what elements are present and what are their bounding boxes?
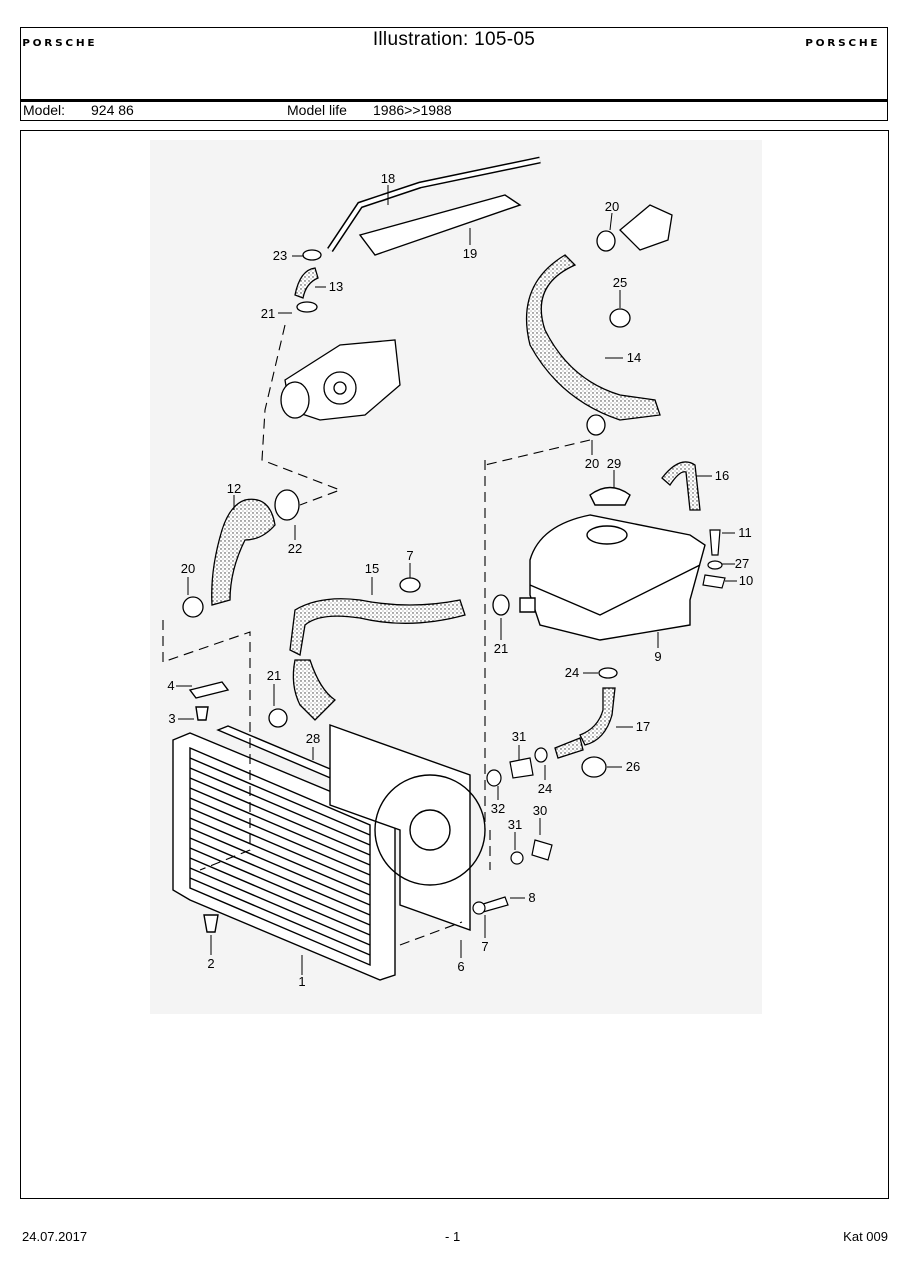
- callout-label: 20: [585, 456, 599, 471]
- hose-17: [554, 667, 618, 778]
- callout-label: 32: [491, 801, 505, 816]
- page-title: Illustration: 105-05: [372, 29, 536, 50]
- callout-label: 20: [181, 561, 195, 576]
- callout-label: 7: [406, 548, 413, 563]
- callout-label: 21: [494, 641, 508, 656]
- callout-label: 21: [267, 668, 281, 683]
- callout-label: 6: [457, 959, 464, 974]
- hose-13: [294, 249, 322, 313]
- callout-label: 20: [605, 199, 619, 214]
- porsche-logo-left: PORSCHE: [22, 38, 98, 49]
- callout-label: 12: [227, 481, 241, 496]
- callout-label: 15: [365, 561, 379, 576]
- model-value: 924 86: [91, 102, 134, 118]
- callout-label: 30: [533, 803, 547, 818]
- hose-14: [526, 204, 673, 436]
- footer-page-number: - 1: [445, 1229, 461, 1244]
- callout-label: 29: [607, 456, 621, 471]
- fan-shroud: [329, 724, 486, 931]
- callout-label: 24: [538, 781, 552, 796]
- footer-catalog: Kat 009: [843, 1229, 888, 1244]
- expansion-tank: [519, 486, 706, 641]
- callout-label: 1: [298, 974, 305, 989]
- callout-label: 19: [463, 246, 477, 261]
- callout-label: 23: [273, 248, 287, 263]
- model-life-value: 1986>>1988: [373, 102, 452, 118]
- callout-label: 10: [739, 573, 753, 588]
- callout-label: 9: [654, 649, 661, 664]
- model-row: Model: 924 86 Model life 1986>>1988: [21, 102, 887, 120]
- callout-label: 14: [627, 350, 641, 365]
- fittings: [472, 747, 553, 915]
- callout-label: 2: [207, 956, 214, 971]
- callout-label: 4: [167, 678, 174, 693]
- radiator: [172, 681, 396, 981]
- callout-label: 22: [288, 541, 302, 556]
- model-life-label: Model life: [287, 102, 347, 118]
- callout-labels: 18 19 20 23 13 25 21 14 20 29 16 12 22 1…: [167, 171, 753, 989]
- callout-label: 3: [168, 711, 175, 726]
- leader-lines: [176, 185, 737, 975]
- coolant-pipe: [327, 156, 541, 256]
- hose-12: [182, 489, 300, 618]
- footer-date: 24.07.2017: [22, 1229, 88, 1244]
- callout-label: 13: [329, 279, 343, 294]
- header: PORSCHE Illustration: 105-05 PORSCHE Mod…: [20, 27, 888, 121]
- callout-label: 31: [508, 817, 522, 832]
- callout-label: 17: [636, 719, 650, 734]
- callout-label: 26: [626, 759, 640, 774]
- callout-label: 24: [565, 665, 579, 680]
- small-fasteners-right: [702, 529, 726, 589]
- callout-label: 8: [528, 890, 535, 905]
- callout-label: 16: [715, 468, 729, 483]
- callout-label: 7: [481, 939, 488, 954]
- model-label: Model:: [23, 102, 66, 118]
- callout-label: 28: [306, 731, 320, 746]
- header-divider: [21, 99, 887, 102]
- illustration-frame: [20, 130, 889, 1199]
- callout-label: 25: [613, 275, 627, 290]
- callout-label: 11: [738, 525, 752, 540]
- callout-label: 27: [735, 556, 749, 571]
- water-pump: [280, 339, 401, 421]
- hose-16: [661, 461, 701, 511]
- porsche-logo-right: PORSCHE: [804, 38, 880, 49]
- callout-label: 21: [261, 306, 275, 321]
- reference-lines: [162, 324, 591, 946]
- callout-label: 31: [512, 729, 526, 744]
- hose-15: [268, 577, 510, 728]
- callout-label: 18: [381, 171, 395, 186]
